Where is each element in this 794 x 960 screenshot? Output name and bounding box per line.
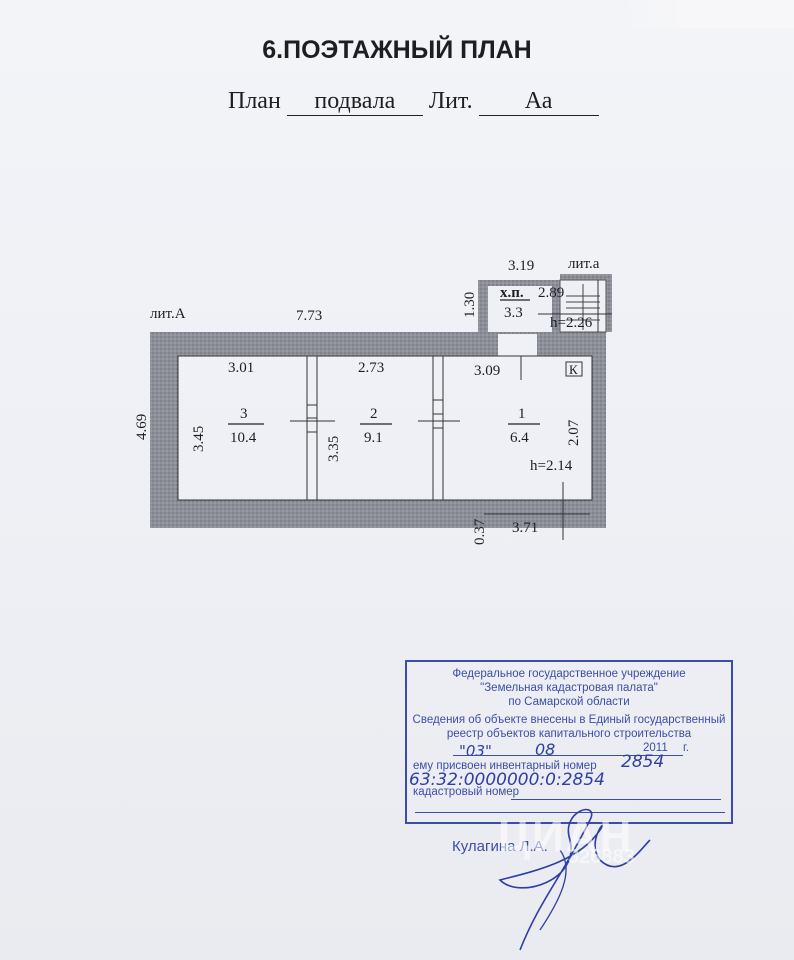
bottom-width: 3.71 [512, 520, 538, 536]
watermark-code: 326883 [568, 846, 635, 868]
room-3-depth: 3.45 [191, 426, 207, 452]
room-3-width: 3.01 [228, 360, 254, 376]
room-3-number: 3 [240, 406, 248, 422]
stamp-line-5: реестр объектов капитального строительст… [446, 728, 692, 740]
annex-room-area: 3.3 [504, 305, 523, 321]
annex-room-width: 2.89 [538, 285, 564, 301]
room-2-width: 2.73 [358, 360, 384, 376]
stamp-date-line [453, 755, 683, 756]
signer-name: Кулагина Л.А. [452, 838, 548, 855]
stamp-date-month: 08 [535, 740, 556, 759]
bottom-offset: 0.37 [472, 518, 488, 545]
room-1-width: 3.09 [474, 363, 500, 379]
dimension-lines [290, 280, 612, 540]
stamp-cadastral-value: 63:32:0000000:0:2854 [409, 770, 605, 790]
stamp-inventory-label: ему присвоен инвентарный номер [413, 760, 597, 772]
page-corner [614, 0, 794, 28]
room-2-area: 9.1 [364, 430, 383, 446]
room-1-number: 1 [518, 406, 526, 422]
room-1-depth: 2.07 [566, 419, 582, 446]
stamp-date-suffix: г. [683, 742, 689, 754]
stamp-date-year: 2011 [643, 742, 668, 754]
partition-doors [307, 399, 443, 433]
annex-depth: 1.30 [462, 292, 478, 318]
lit-A-label: лит.А [150, 306, 186, 322]
annex-room-label: х.п. [500, 285, 524, 301]
lit-value: Аа [478, 88, 599, 116]
room-outline [177, 355, 593, 501]
overall-width: 7.73 [296, 308, 322, 324]
lit-a-label: лит.а [568, 256, 600, 272]
fraction-bars [228, 299, 540, 425]
room-3-area: 10.4 [230, 430, 257, 446]
stamp-bottom-line [415, 812, 725, 813]
stamp-line-3: по Самарской области [508, 696, 630, 708]
plan-value: подвала [286, 88, 423, 116]
stamp-inventory-value: 2854 [621, 752, 665, 772]
watermark-brand: ЦИАН [498, 812, 634, 861]
stamp-cadastral-label: кадастровый номер [413, 786, 520, 798]
lit-label: Лит. [428, 88, 473, 114]
plan-label: План [228, 88, 281, 114]
k-mark: К [569, 362, 578, 377]
annex-height: h=2.26 [550, 315, 593, 331]
annex-width: 3.19 [508, 258, 534, 274]
stamp-line-2: "Земельная кадастровая палата" [480, 682, 658, 694]
stamp-line-4: Сведения об объекте внесены в Единый гос… [412, 714, 726, 726]
room-1-area: 6.4 [510, 430, 529, 446]
stamp-line-1: Федеральное государственное учреждение [452, 668, 686, 680]
room-2-number: 2 [370, 406, 378, 422]
annex-room [488, 286, 552, 332]
k-mark-box [565, 361, 583, 377]
overall-depth: 4.69 [134, 414, 150, 440]
page-title: 6.ПОЭТАЖНЫЙ ПЛАН [262, 36, 532, 64]
room-2-depth: 3.35 [326, 436, 342, 462]
main-walls [150, 274, 612, 528]
room-1-height: h=2.14 [530, 458, 573, 474]
stamp-cadastral-line [511, 799, 721, 800]
